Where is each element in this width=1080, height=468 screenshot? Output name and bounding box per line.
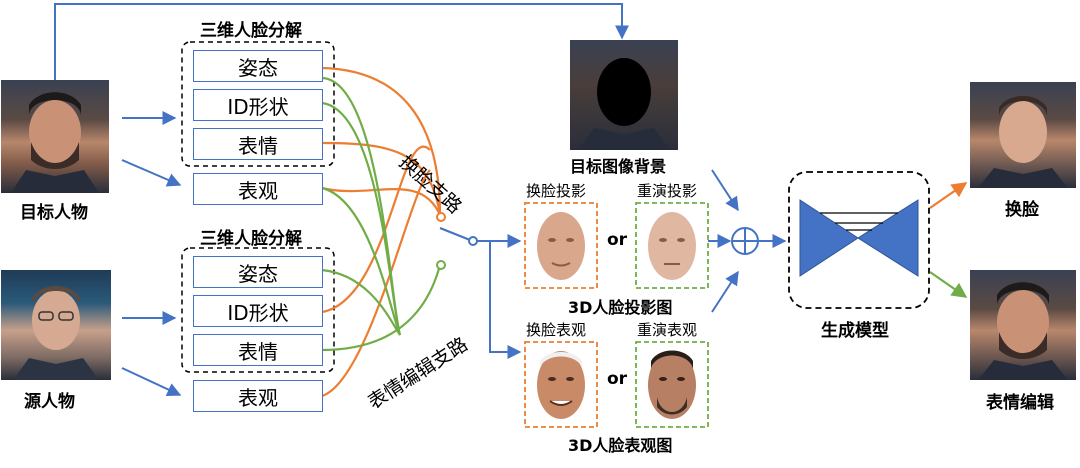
target-background-label: 目标图像背景 <box>570 157 667 176</box>
reenact-appearance-face <box>643 347 701 422</box>
reenact-branch-curves <box>321 76 442 352</box>
decomp-top-appearance-box: 表观 <box>193 173 323 205</box>
appearance-to-plus-arrow <box>711 270 739 313</box>
source-person-photo <box>1 270 111 380</box>
swap-projection-face <box>532 208 590 283</box>
reenact-projection-face <box>643 208 701 283</box>
target-to-appearance-arrow <box>121 159 182 187</box>
decomp-bottom-pose-box: 姿态 <box>193 256 323 288</box>
decomp-bottom-title: 三维人脸分解 <box>200 229 302 249</box>
generator-frame <box>788 171 930 309</box>
switch-pivot <box>468 236 478 246</box>
generator-to-reenact-arrow <box>929 271 968 298</box>
reenact-projection-label: 重演投影 <box>637 182 698 200</box>
decomp-bottom-group <box>181 247 335 373</box>
switch-swap-terminal <box>436 212 446 222</box>
decomp-bottom-expression-box: 表情 <box>193 334 323 366</box>
reenact-appearance-label: 重演表观 <box>637 321 698 339</box>
source-person-label: 源人物 <box>24 392 75 412</box>
swap-appearance-face <box>532 347 590 422</box>
decomp-top-expression-box: 表情 <box>193 128 323 160</box>
switch-lever <box>439 226 471 242</box>
decomp-top-id-box: ID形状 <box>193 89 323 121</box>
switch-reenact-terminal <box>436 260 446 270</box>
appearance-or-label: or <box>607 369 628 389</box>
source-to-appearance-arrow <box>121 367 182 397</box>
decomp-bottom-id-box: ID形状 <box>193 295 323 327</box>
swap-projection-label: 换脸投影 <box>526 182 587 200</box>
projection-title: 3D人脸投影图 <box>568 298 673 317</box>
target-to-background-arrow <box>54 3 629 80</box>
swap-appearance-label: 换脸表观 <box>526 321 587 339</box>
reenact-projection-frame <box>635 202 709 289</box>
reenact-appearance-frame <box>635 341 709 428</box>
decomp-top-group <box>181 41 335 167</box>
swap-appearance-frame <box>524 341 598 428</box>
decomp-top-pose-box: 姿态 <box>193 50 323 82</box>
generator-label: 生成模型 <box>821 321 889 341</box>
generator-hourglass-icon <box>799 199 919 277</box>
swap-projection-frame <box>524 202 598 289</box>
swap-branch-curves <box>321 66 442 398</box>
generator-to-swap-arrow <box>929 182 968 209</box>
target-person-photo <box>1 80 109 193</box>
background-to-plus-arrow <box>711 169 739 212</box>
decomp-top-title: 三维人脸分解 <box>200 21 302 41</box>
masked-face-icon <box>597 58 651 126</box>
target-background-photo <box>570 40 678 150</box>
projection-or-label: or <box>607 230 628 250</box>
decomp-bottom-appearance-box: 表观 <box>193 380 323 412</box>
switch-to-appearance-arrow <box>489 241 522 359</box>
target-person-label: 目标人物 <box>20 203 88 223</box>
swap-output-photo <box>970 82 1076 188</box>
reenact-output-photo <box>970 270 1076 380</box>
swap-output-label: 换脸 <box>1005 200 1039 220</box>
appearance-title: 3D人脸表观图 <box>568 436 673 455</box>
reenact-output-label: 表情编辑 <box>986 393 1054 413</box>
